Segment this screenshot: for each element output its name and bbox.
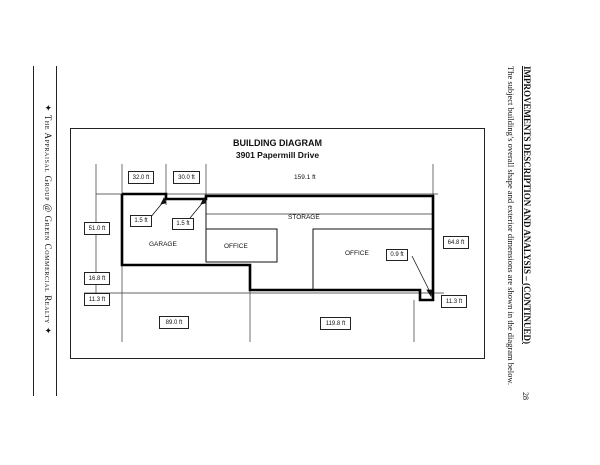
room-label-office-left: OFFICE (224, 243, 248, 250)
dimension-left-mid: 16.8 ft (84, 272, 110, 285)
arrow-head-a (160, 197, 167, 205)
dimension-inset-c: 0.9 ft (386, 249, 408, 261)
dimension-bottom-left: 89.0 ft (159, 316, 189, 329)
dimension-right-lower: 11.3 ft (441, 295, 467, 308)
dimension-top-right: 159.1 ft (294, 174, 316, 181)
dimension-bottom-right: 119.8 ft (320, 317, 351, 330)
room-label-garage: GARAGE (149, 241, 177, 248)
diagram-title: BUILDING DIAGRAM (233, 138, 322, 148)
margin-rule-right (56, 66, 57, 396)
room-label-storage: STORAGE (288, 214, 320, 221)
dimension-inset-b: 1.5 ft (172, 218, 194, 230)
dimension-left-upper: 51.0 ft (84, 222, 110, 235)
margin-rule-left (33, 66, 34, 396)
diagram-frame (70, 128, 485, 359)
arrow-head-b (200, 197, 207, 205)
dimension-top-mid: 30.0 ft (173, 171, 200, 184)
arrow-head-c (426, 289, 433, 298)
office-right-outline (312, 228, 433, 290)
dimension-top-left: 32.0 ft (128, 171, 154, 184)
building-outline (120, 192, 435, 302)
room-label-office-right: OFFICE (345, 250, 369, 257)
dimension-inset-a: 1.5 ft (130, 215, 152, 227)
inset-arrow-c (411, 255, 431, 293)
diagram-subtitle: 3901 Papermill Drive (235, 150, 320, 160)
dimension-left-lower: 11.3 ft (84, 293, 110, 306)
dimension-right-upper: 64.8 ft (443, 236, 469, 249)
